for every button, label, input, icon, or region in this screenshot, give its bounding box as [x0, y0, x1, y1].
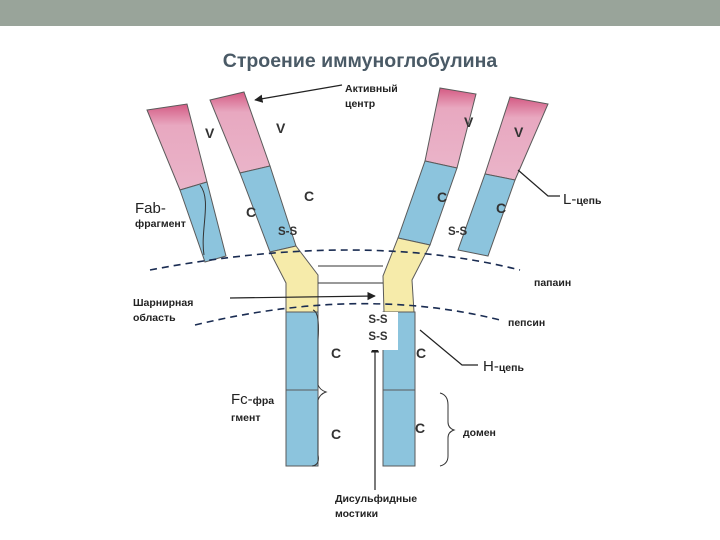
left-heavy-chain-arm — [209, 91, 319, 313]
disulfide-bridges-line2: мостики — [335, 508, 379, 520]
constant-label-left-heavy: C — [304, 188, 315, 204]
disulfide-label-left-arm: S-S — [278, 226, 298, 238]
pepsin-cleavage-line — [194, 302, 501, 326]
constant-label-fc-left-lower: C — [331, 426, 342, 442]
right-light-chain-constant-region — [457, 173, 516, 257]
fc-fragment-brace — [311, 309, 328, 467]
disulfide-bridges-line1: Дисульфидные — [335, 493, 418, 505]
hinge-region-arrow — [229, 291, 376, 301]
fc-fragment-main: Fc- — [231, 391, 253, 408]
variable-label-left-heavy: V — [276, 120, 286, 136]
papain-label: папаин — [534, 277, 572, 289]
constant-label-right-light: C — [496, 200, 507, 216]
papain-cleavage-line — [149, 249, 521, 271]
hinge-disulfide-label-1: S-S — [368, 314, 388, 326]
hinge-disulfide-labels: S-S S-S — [358, 312, 398, 350]
constant-label-left-light: C — [246, 204, 257, 220]
right-hinge-region — [382, 237, 431, 313]
hinge-region-label: Шарнирная область — [133, 296, 193, 326]
disulfide-bridges-label: Дисульфидные мостики — [335, 492, 417, 522]
page-title: Строение иммуноглобулина — [222, 50, 498, 72]
heavy-chain-label: H-цепь — [483, 358, 524, 376]
constant-label-right-heavy: C — [437, 189, 448, 205]
hinge-region-label-line2: область — [133, 312, 176, 324]
light-chain-pointer — [517, 169, 560, 197]
heavy-chain-pointer — [419, 329, 478, 366]
constant-label-fc-right-lower: C — [415, 420, 426, 436]
pepsin-label: пепсин — [508, 317, 546, 329]
light-chain-main: L- — [563, 191, 577, 208]
fab-fragment-main: Fab- — [135, 200, 166, 217]
fc-fragment-line1: Fc-фра — [231, 391, 274, 410]
light-chain-sub: цепь — [576, 195, 602, 207]
active-center-label-line2: центр — [345, 98, 376, 110]
fc-fragment-sub1: фра — [252, 395, 275, 407]
left-light-chain-constant-region — [179, 181, 227, 263]
domain-label: домен — [463, 427, 496, 439]
left-fc-lower-domain — [285, 389, 319, 467]
right-light-chain — [457, 96, 549, 257]
constant-label-fc-left-upper: C — [331, 345, 342, 361]
left-light-chain-variable-region — [146, 103, 208, 191]
active-center-label-line1: Активный — [345, 83, 398, 95]
right-heavy-chain-arm — [382, 87, 477, 313]
heavy-chain-main: H- — [483, 358, 499, 375]
fab-fragment-label: Fab- фрагмент — [135, 200, 186, 230]
active-center-label: Активный центр — [345, 82, 398, 112]
left-heavy-chain-variable-region — [209, 91, 271, 174]
left-light-chain — [146, 103, 227, 263]
constant-label-fc-right-upper: C — [416, 345, 427, 361]
light-chain-label: L-цепь — [563, 191, 601, 209]
fc-fragment-label: Fc-фра гмент — [231, 391, 274, 427]
variable-label-right-light: V — [514, 124, 524, 140]
fc-fragment-sub2: гмент — [231, 412, 261, 424]
top-bar — [0, 0, 720, 26]
fab-light-chain-bracket — [199, 184, 206, 256]
hinge-region-label-line1: Шарнирная — [133, 297, 194, 309]
right-fc-lower-domain — [382, 389, 416, 467]
active-center-arrow — [254, 84, 343, 103]
variable-label-left-light: V — [205, 125, 215, 141]
domain-brace — [439, 392, 456, 467]
left-hinge-region — [269, 245, 319, 313]
disulfide-label-right-arm: S-S — [448, 226, 468, 238]
variable-label-right-heavy: V — [464, 114, 474, 130]
hinge-disulfide-label-2: S-S — [368, 331, 388, 343]
heavy-chain-sub: цепь — [498, 362, 524, 374]
left-fc-upper-domain — [285, 311, 319, 391]
fab-fragment-sub: фрагмент — [135, 218, 186, 230]
